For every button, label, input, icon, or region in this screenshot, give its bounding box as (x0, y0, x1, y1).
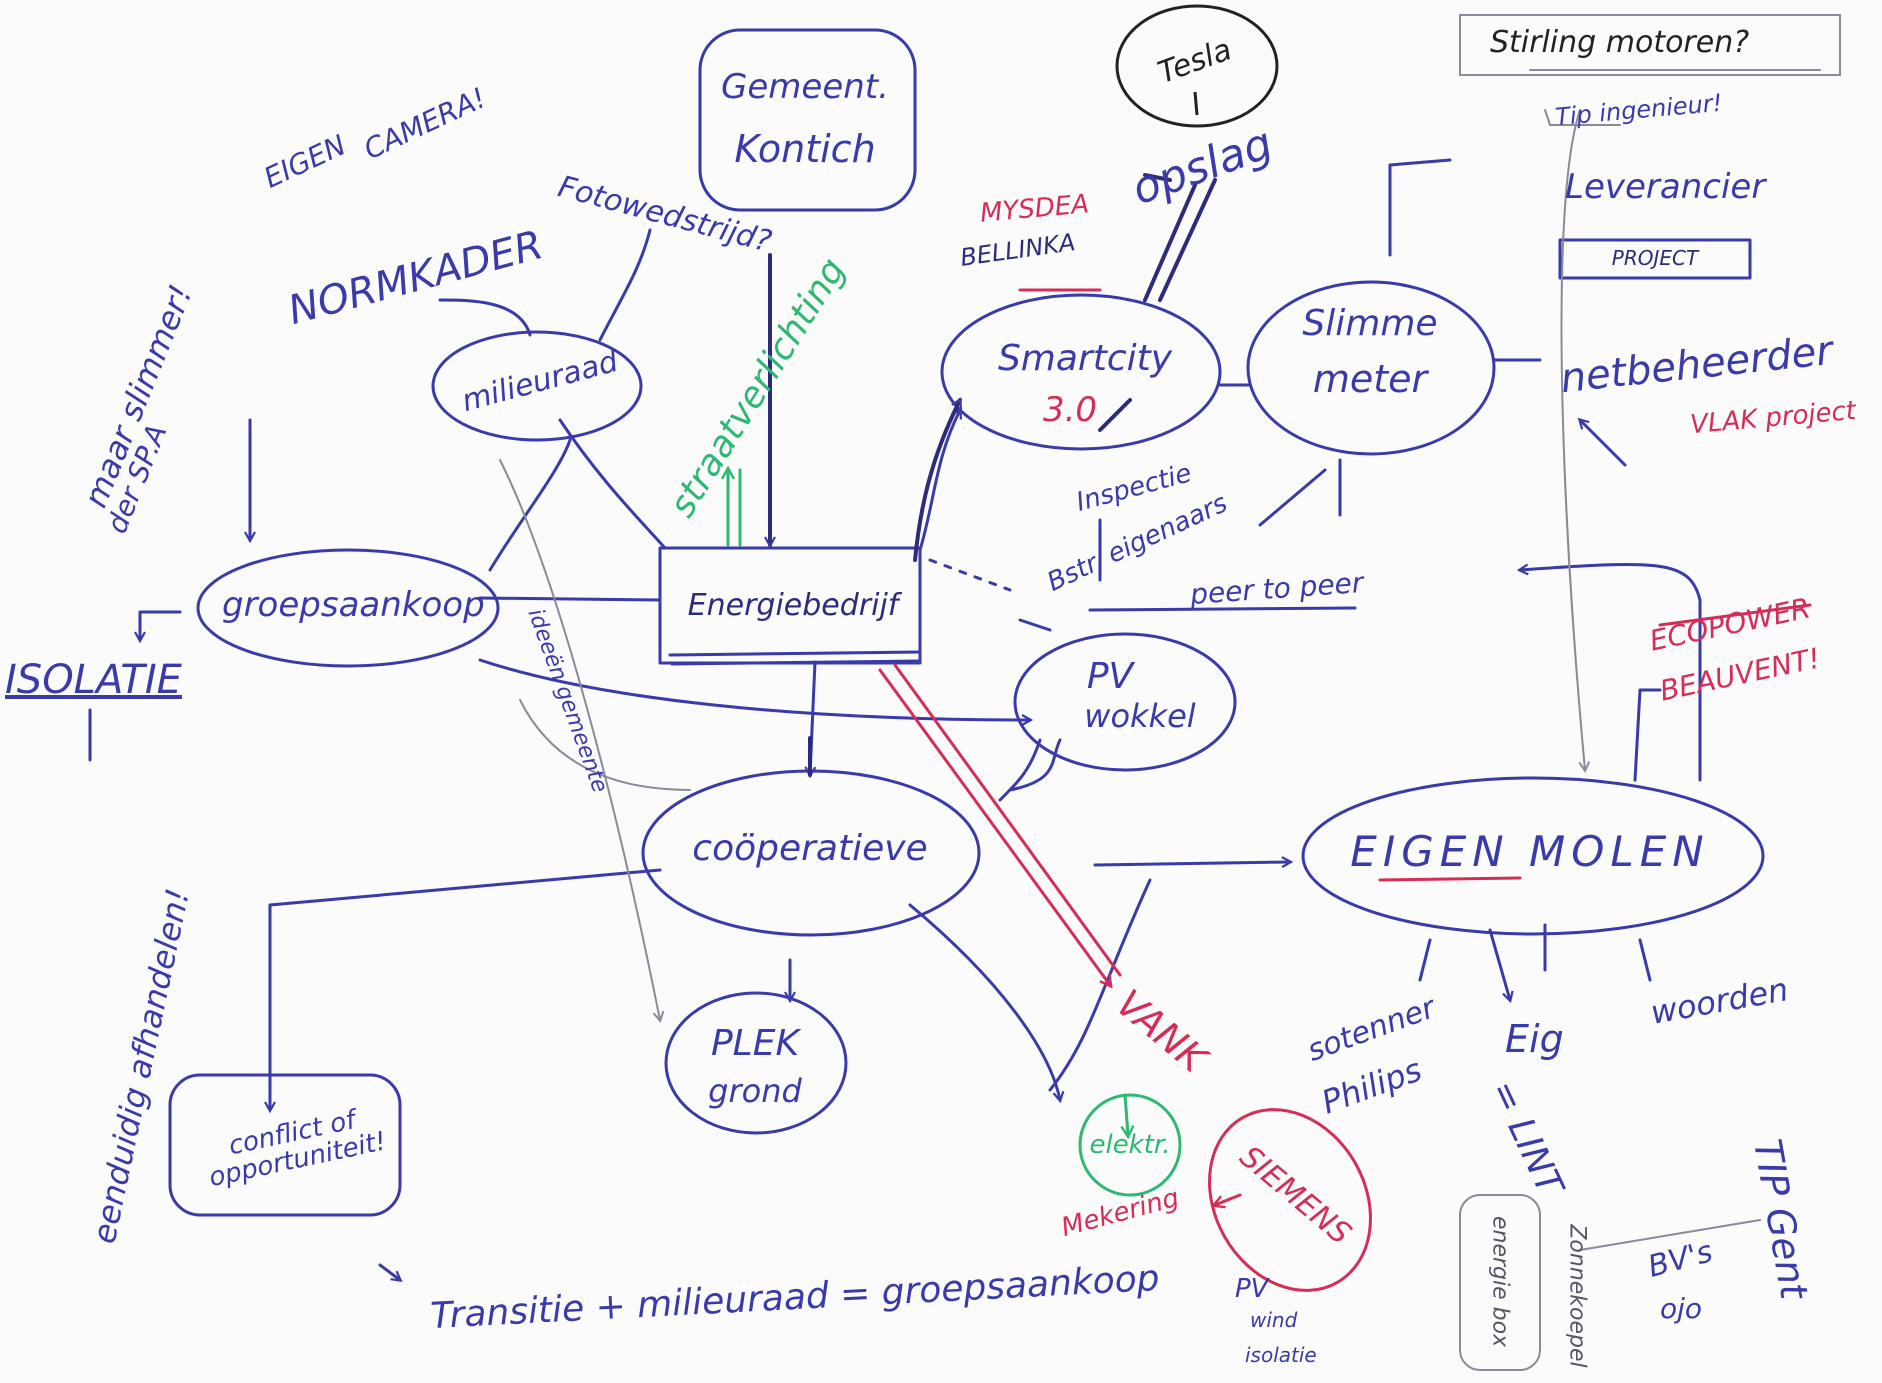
groepsaankoop-ellipse (196, 548, 500, 668)
plek-ellipse (664, 991, 848, 1135)
smartcity-ellipse (940, 293, 1222, 451)
eigen-molen-ellipse (1301, 776, 1765, 936)
energiebedrijf-underline (668, 650, 922, 666)
pv-wokkel-ellipse (1013, 632, 1237, 772)
cooperatieve-ellipse (641, 769, 981, 937)
conflict-box (168, 1073, 402, 1217)
gemeentelijk-box (698, 28, 917, 212)
milieuraad-ellipse (431, 330, 643, 442)
slimme-meter-ellipse (1246, 280, 1496, 456)
project-box (1558, 238, 1752, 280)
energiebedrijf-box (658, 546, 922, 665)
